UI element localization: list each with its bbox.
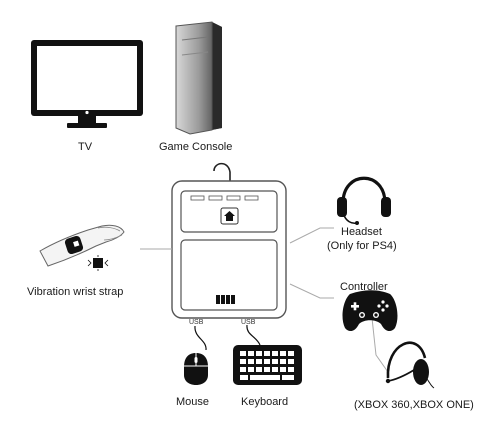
controller-icon [342,290,398,332]
headset-label: Headset [341,226,382,238]
headset-icon [337,176,391,225]
usb-right-label: USB [241,319,256,326]
hub-device-icon [171,180,287,319]
mouse-label: Mouse [176,396,210,408]
headset-note-label: (Only for PS4) [327,240,397,252]
tv-label: TV [78,141,93,153]
keyboard-icon [233,324,302,385]
keyboard-label: Keyboard [241,396,289,408]
game-console-label: Game Console [159,141,233,153]
xbox-headset-icon [385,341,435,389]
vibration-strap-label: Vibration wrist strap [27,286,124,298]
headset-connector [289,227,334,244]
usb-left-label: USB [189,319,204,326]
vibration-wrist-strap-icon [39,224,125,271]
xbox-note-label: (XBOX 360,XBOX ONE) [354,399,474,411]
controller-connector [289,283,334,299]
console-cable [213,162,231,181]
xbox-headset-connector [371,317,389,373]
controller-label: Controller [340,281,388,293]
tv-icon [31,40,143,128]
mouse-icon [184,325,208,385]
game-console-icon [175,21,222,135]
